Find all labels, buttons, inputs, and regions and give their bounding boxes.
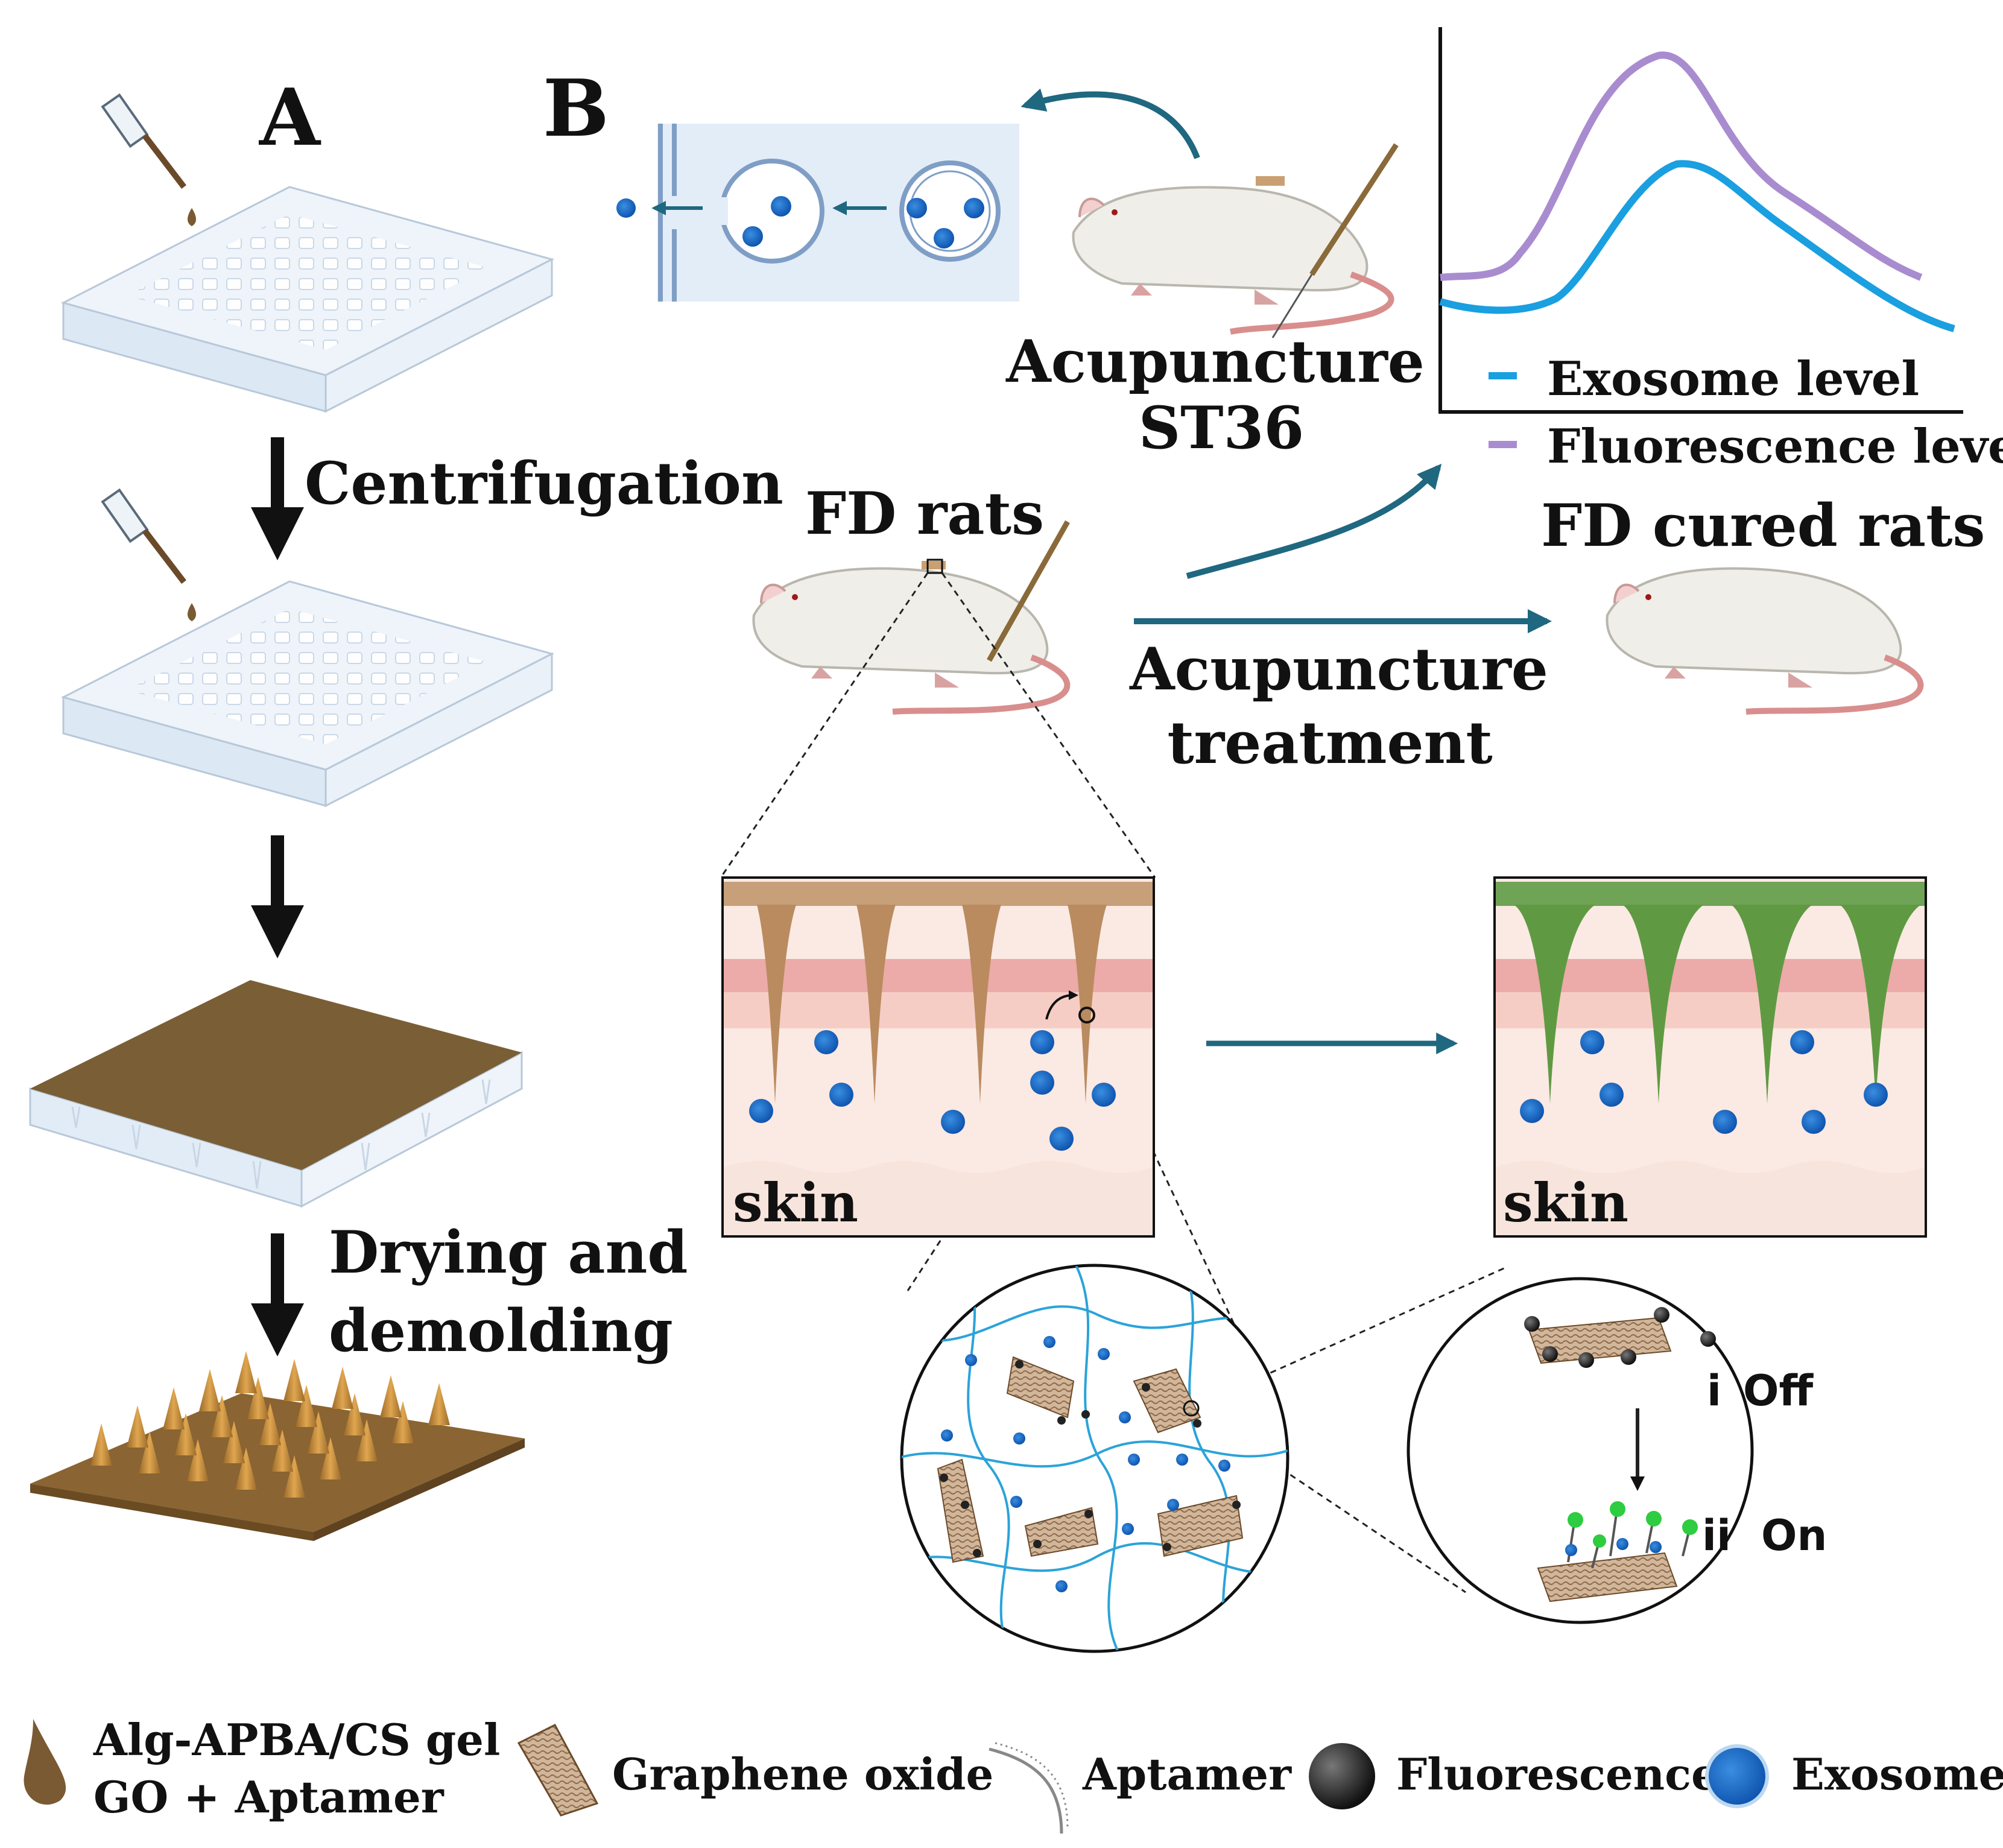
filled-mold (29, 980, 523, 1208)
level-chart: Exosome level Fluorescence level (1438, 27, 2003, 474)
fluorescence-icon (1309, 1743, 1375, 1809)
legend-gel-line2: GO + Aptamer (93, 1771, 445, 1823)
acupuncture-st36-line2: ST36 (1139, 394, 1304, 462)
microneedle-mold (60, 580, 555, 808)
rat-icon (1606, 567, 1924, 715)
panel-a-label: A (258, 71, 321, 163)
off-label: Off (1743, 1366, 1814, 1416)
legend-exosome-level: Exosome level (1547, 352, 1919, 407)
on-label: On (1761, 1511, 1827, 1560)
fd-rats-label: FD rats (805, 479, 1044, 548)
chart-series-fluorescence (1440, 51, 1923, 281)
rat-icon (752, 520, 1071, 715)
acupuncture-st36-line1: Acupuncture (1005, 328, 1425, 396)
exosome-icon (1705, 1744, 1769, 1808)
drying-label-line2: demolding (329, 1297, 673, 1365)
microneedle-mold (60, 186, 555, 413)
acupuncture-treatment-line1: Acupuncture (1129, 635, 1548, 703)
acupuncture-treatment-line2: treatment (1167, 709, 1492, 777)
exocytosis-diagram (616, 124, 1019, 302)
legend-exosome: Exosome (1791, 1748, 2003, 1800)
pipette-icon (101, 93, 196, 226)
on-index: ii (1702, 1511, 1731, 1560)
legend-gel-line1: Alg-APBA/CS gel (93, 1714, 500, 1765)
curved-arrow (1020, 88, 1200, 159)
fluorescence-switch-zoom (1407, 1277, 1754, 1624)
panel-b-label: B (543, 62, 609, 154)
skin-panel-right (1493, 876, 1927, 1238)
skin-label-right: skin (1503, 1171, 1628, 1234)
skin-panel-left (721, 876, 1155, 1238)
microneedle-patch (30, 1351, 525, 1541)
aptamer-icon (989, 1742, 1069, 1834)
chart-series-exosome (1439, 160, 1955, 332)
pipette-icon (101, 488, 196, 621)
drying-label-line1: Drying and (329, 1218, 688, 1286)
fd-cured-rats-label: FD cured rats (1541, 492, 1985, 560)
legend-graphene: Graphene oxide (612, 1748, 993, 1800)
hydrogel-network-zoom (900, 1264, 1289, 1653)
off-index: i (1707, 1366, 1721, 1416)
centrifugation-label: Centrifugation (305, 449, 783, 517)
legend-gel-icon (24, 1719, 66, 1805)
legend-aptamer: Aptamer (1082, 1748, 1292, 1800)
skin-label-left: skin (733, 1171, 858, 1234)
rat-icon (1072, 143, 1399, 338)
graphene-oxide-icon (517, 1724, 599, 1817)
legend-fluorescence: Fluorescence (1396, 1748, 1719, 1800)
curved-arrow (1186, 463, 1442, 579)
legend-fluorescence-level: Fluorescence level (1547, 419, 2003, 474)
